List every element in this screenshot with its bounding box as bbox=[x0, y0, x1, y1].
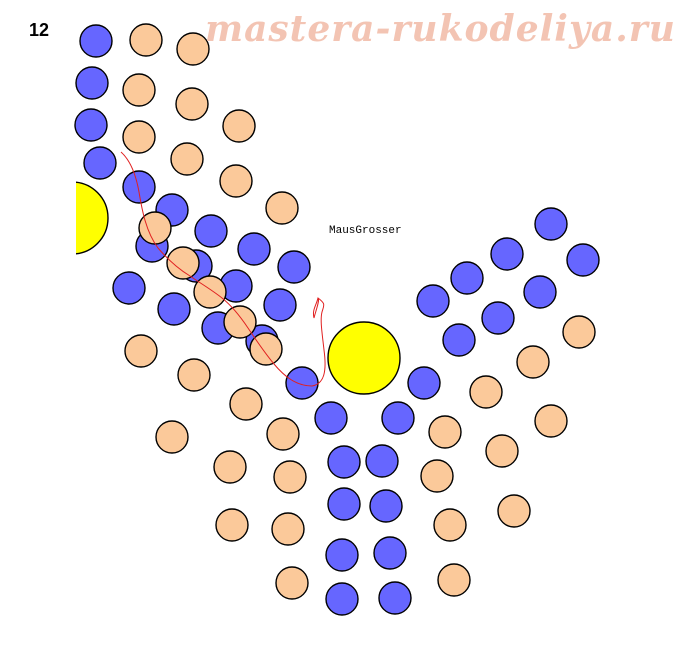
blue-bead-icon bbox=[325, 582, 359, 616]
blue-bead-icon bbox=[416, 284, 450, 318]
peach-bead-icon bbox=[223, 305, 257, 339]
peach-bead-icon bbox=[271, 512, 305, 546]
blue-bead-icon bbox=[442, 323, 476, 357]
peach-bead-icon bbox=[497, 494, 531, 528]
blue-bead-icon bbox=[369, 489, 403, 523]
blue-bead-icon bbox=[237, 232, 271, 266]
blue-bead-icon bbox=[314, 401, 348, 435]
blue-bead-icon bbox=[327, 445, 361, 479]
blue-bead-icon bbox=[79, 24, 113, 58]
blue-bead-icon bbox=[194, 214, 228, 248]
step-number: 12 bbox=[29, 20, 50, 40]
peach-bead-icon bbox=[213, 450, 247, 484]
yellow-bead-icon bbox=[327, 321, 401, 395]
peach-bead-icon bbox=[469, 375, 503, 409]
blue-bead-icon bbox=[407, 366, 441, 400]
peach-bead-icon bbox=[485, 434, 519, 468]
blue-bead-icon bbox=[75, 66, 109, 100]
blue-bead-icon bbox=[523, 275, 557, 309]
blue-bead-icon bbox=[566, 243, 600, 277]
blue-bead-icon bbox=[285, 366, 319, 400]
peach-bead-icon bbox=[437, 563, 471, 597]
peach-bead-icon bbox=[273, 460, 307, 494]
blue-bead-icon bbox=[122, 170, 156, 204]
caption-label: MausGrosser bbox=[329, 225, 402, 237]
thread-path-icon bbox=[120, 151, 326, 387]
peach-bead-icon bbox=[170, 142, 204, 176]
peach-bead-icon bbox=[229, 387, 263, 421]
blue-bead-icon bbox=[327, 487, 361, 521]
peach-bead-icon bbox=[215, 508, 249, 542]
peach-bead-icon bbox=[249, 332, 283, 366]
peach-bead-icon bbox=[166, 246, 200, 280]
blue-bead-icon bbox=[481, 301, 515, 335]
peach-bead-icon bbox=[129, 23, 163, 57]
peach-bead-icon bbox=[176, 32, 210, 66]
peach-bead-icon bbox=[193, 275, 227, 309]
peach-bead-icon bbox=[265, 191, 299, 225]
blue-bead-icon bbox=[373, 536, 407, 570]
peach-bead-icon bbox=[266, 417, 300, 451]
peach-bead-icon bbox=[122, 73, 156, 107]
blue-bead-icon bbox=[325, 538, 359, 572]
peach-bead-icon bbox=[562, 315, 596, 349]
blue-bead-icon bbox=[157, 292, 191, 326]
peach-bead-icon bbox=[222, 109, 256, 143]
watermark-text: mastera-rukodeliya.ru bbox=[205, 8, 676, 50]
blue-bead-icon bbox=[378, 581, 412, 615]
peach-bead-icon bbox=[175, 87, 209, 121]
peach-bead-icon bbox=[534, 404, 568, 438]
blue-bead-icon bbox=[450, 261, 484, 295]
peach-bead-icon bbox=[219, 164, 253, 198]
blue-bead-icon bbox=[277, 250, 311, 284]
yellow-bead-icon bbox=[76, 181, 109, 255]
blue-bead-icon bbox=[112, 271, 146, 305]
peach-bead-icon bbox=[420, 459, 454, 493]
yellow-beads bbox=[76, 181, 401, 395]
peach-bead-icon bbox=[428, 415, 462, 449]
peach-bead-icon bbox=[155, 420, 189, 454]
blue-beads bbox=[74, 24, 600, 616]
peach-beads bbox=[122, 23, 596, 600]
peach-bead-icon bbox=[124, 334, 158, 368]
peach-bead-icon bbox=[433, 508, 467, 542]
blue-bead-icon bbox=[365, 444, 399, 478]
peach-bead-icon bbox=[516, 345, 550, 379]
blue-bead-icon bbox=[83, 146, 117, 180]
blue-bead-icon bbox=[381, 401, 415, 435]
blue-bead-icon bbox=[490, 237, 524, 271]
blue-bead-icon bbox=[263, 288, 297, 322]
blue-bead-icon bbox=[74, 108, 108, 142]
peach-bead-icon bbox=[177, 358, 211, 392]
peach-bead-icon bbox=[122, 120, 156, 154]
peach-bead-icon bbox=[275, 566, 309, 600]
blue-bead-icon bbox=[534, 207, 568, 241]
